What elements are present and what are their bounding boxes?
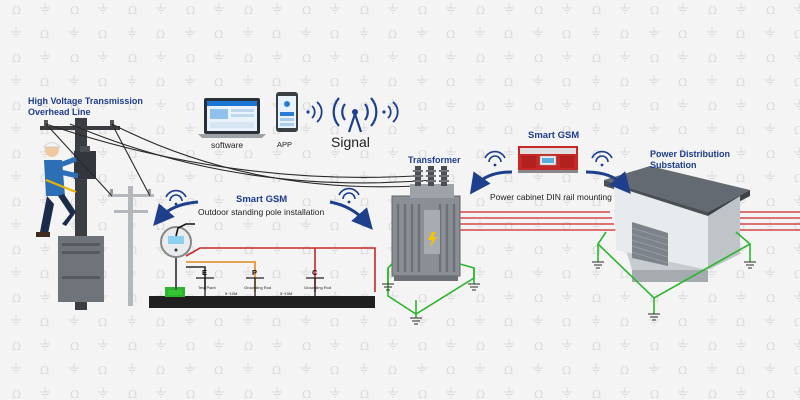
ground-symbols-transformer — [382, 283, 480, 325]
rod-e-sublabel: Test Point — [198, 285, 216, 290]
substation-label: Power Distribution Substation — [650, 149, 731, 170]
rod-c-sublabel: Grounding Rod — [304, 285, 332, 290]
wifi-waves-right — [382, 101, 399, 123]
rod-c-label: C — [312, 268, 318, 277]
wifi-waves-left — [306, 101, 323, 123]
earth-test-ground — [149, 287, 375, 308]
wifi-icon-pole — [165, 189, 187, 206]
transformer-ground-grid — [387, 263, 475, 318]
pole-installation-label: Outdoor standing pole installation — [198, 207, 325, 217]
earth-tester-meter — [160, 226, 192, 290]
phone-app — [276, 92, 298, 132]
software-label: software — [211, 140, 244, 150]
smart-gsm-cabinet-label: Smart GSM — [528, 130, 580, 141]
signal-label: Signal — [331, 134, 370, 150]
utility-pole — [40, 118, 120, 310]
ground-symbols-substation — [592, 261, 756, 321]
app-label: APP — [277, 140, 293, 149]
rod-p-sublabel: Grounding Rod — [244, 285, 272, 290]
distribution-pole — [108, 186, 154, 306]
rod-e-label: E — [202, 268, 208, 277]
laptop-software — [198, 98, 266, 138]
wifi-icon-cabinet-right — [591, 150, 613, 167]
substation-building — [604, 166, 750, 282]
wifi-icon-transformer — [338, 187, 360, 204]
smart-gsm-pole-label: Smart GSM — [236, 194, 288, 205]
din-rail-label: Power cabinet DIN rail mounting — [490, 192, 612, 202]
din-rail-device — [518, 146, 578, 173]
transformer-unit — [391, 166, 461, 281]
distance-1-label: 5~10M — [225, 291, 238, 296]
hv-line-label: High Voltage Transmission Overhead Line — [28, 96, 143, 117]
grounding-rods — [196, 277, 324, 298]
test-leads — [175, 223, 376, 292]
transformer-label: Transformer — [408, 155, 461, 165]
rod-p-label: P — [252, 268, 258, 277]
signal-tower-icon — [332, 97, 378, 133]
substation-ground-grid — [596, 231, 752, 314]
overhead-lines — [45, 123, 447, 197]
wifi-icon-cabinet-left — [484, 150, 506, 167]
curved-arrows — [153, 170, 631, 230]
distance-2-label: 5~10M — [280, 291, 293, 296]
lineman-worker — [36, 142, 79, 237]
